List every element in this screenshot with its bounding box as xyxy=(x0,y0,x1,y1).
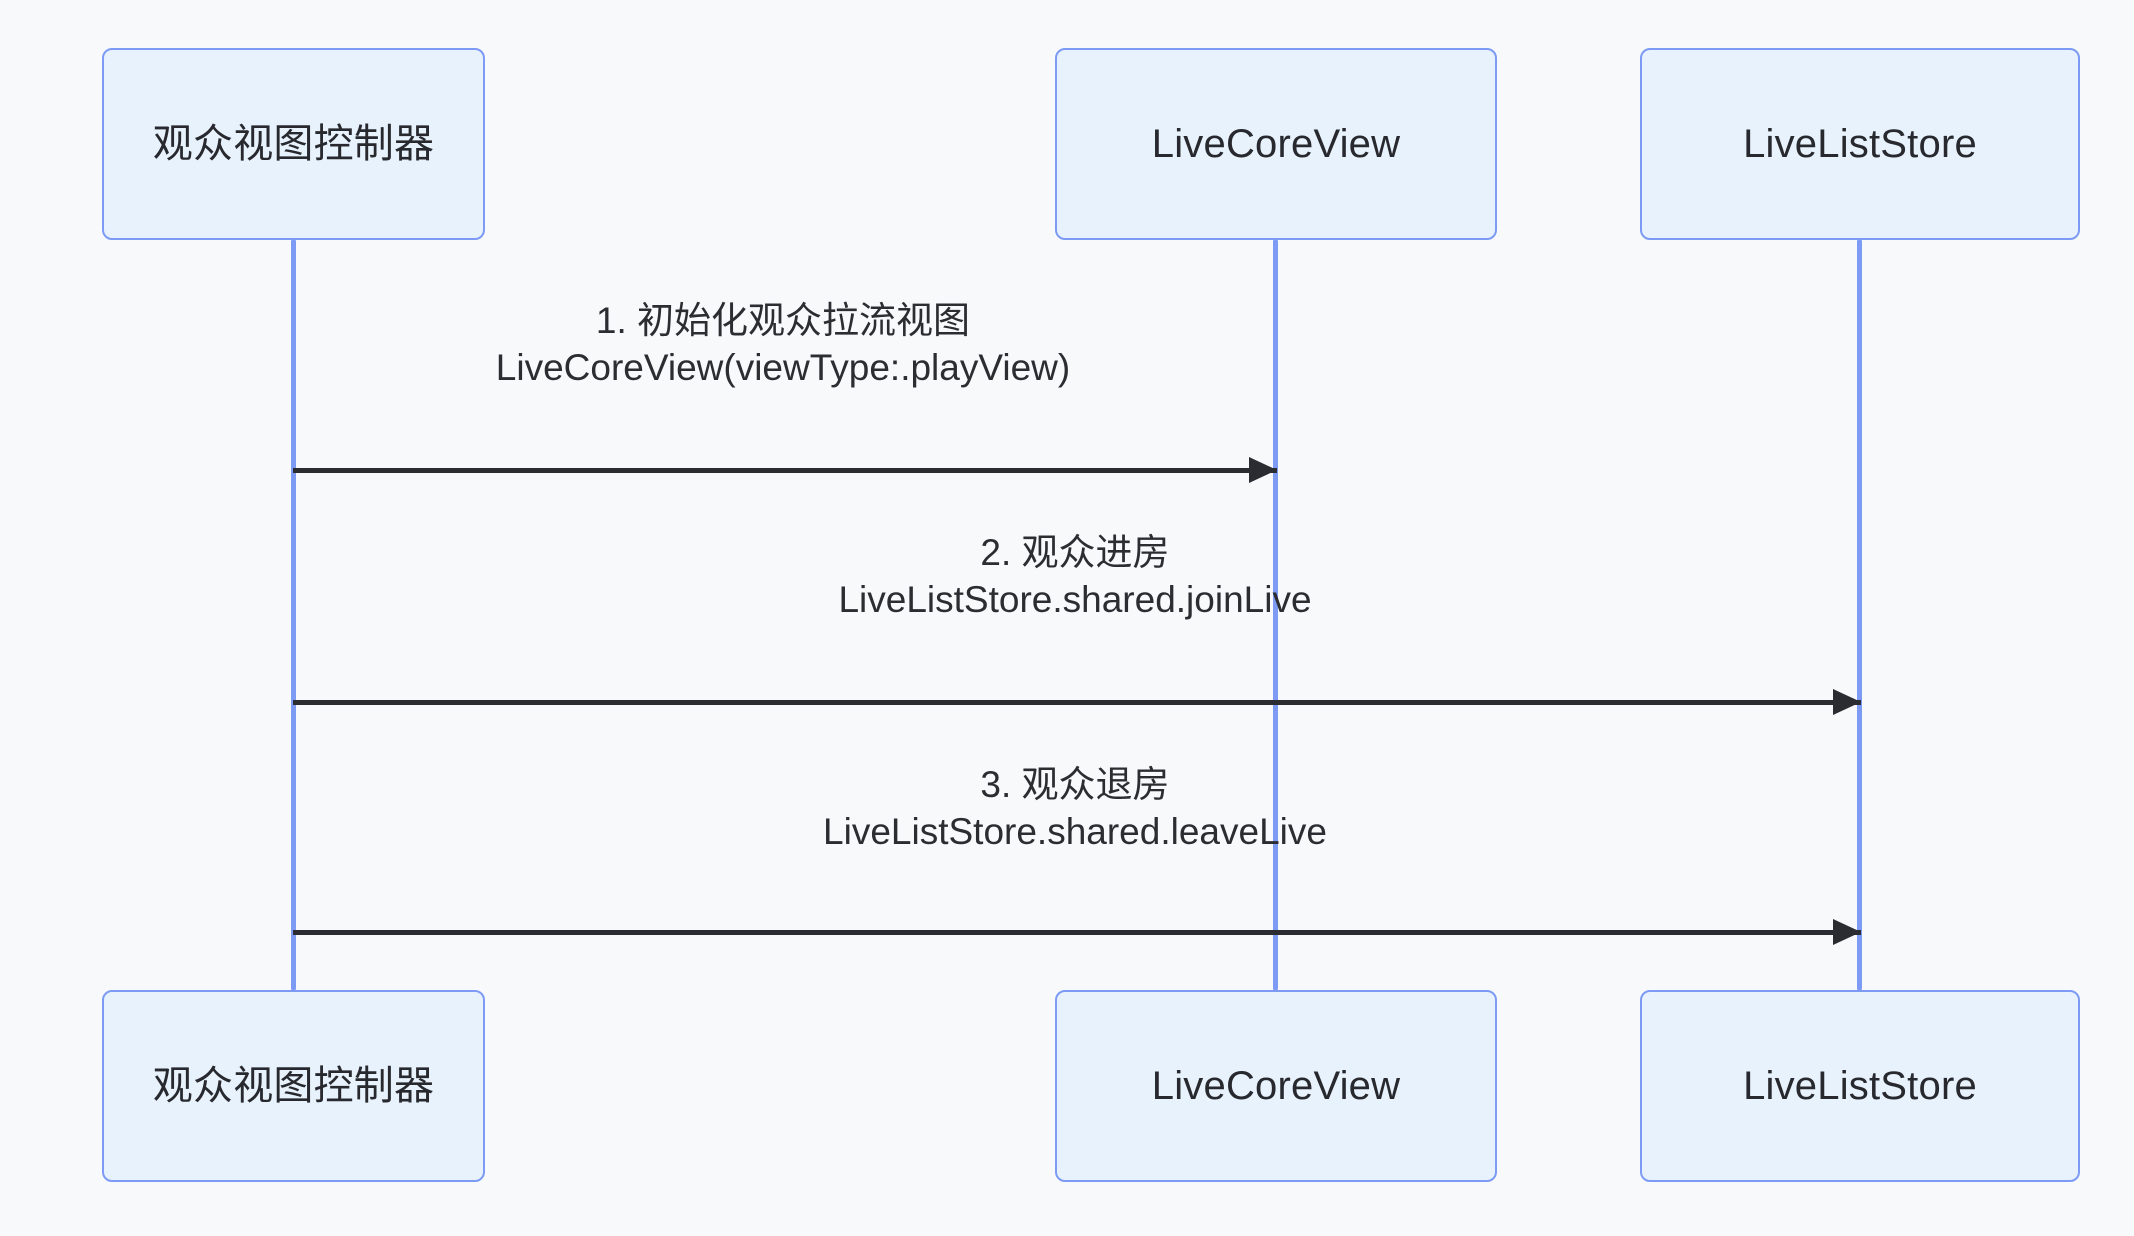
message-label-2-line1: 2. 观众进房 xyxy=(980,532,1170,573)
participant-footer-label: LiveCoreView xyxy=(1151,1064,1401,1108)
message-label-3-line1: 3. 观众退房 xyxy=(980,764,1170,805)
message-arrow-1-head xyxy=(1249,457,1277,483)
message-arrow-3[interactable] xyxy=(293,919,1861,945)
message-label-3-line2: LiveListStore.shared.leaveLive xyxy=(823,811,1327,853)
message-arrow-2-line xyxy=(293,700,1861,705)
participant-footer-live-list-store[interactable]: LiveListStore xyxy=(1640,990,2080,1182)
participant-footer-audience-view-controller[interactable]: 观众视图控制器 xyxy=(102,990,485,1182)
message-arrow-3-line xyxy=(293,930,1861,935)
participant-footer-label: LiveListStore xyxy=(1743,1064,1977,1108)
message-arrow-1-line xyxy=(293,468,1277,473)
participant-footer-live-core-view[interactable]: LiveCoreView xyxy=(1055,990,1497,1182)
message-arrow-2[interactable] xyxy=(293,689,1861,715)
participant-header-live-core-view[interactable]: LiveCoreView xyxy=(1055,48,1497,240)
participant-header-live-list-store[interactable]: LiveListStore xyxy=(1640,48,2080,240)
lifeline-live-core-view xyxy=(1273,240,1278,990)
message-label-2-line2: LiveListStore.shared.joinLive xyxy=(838,579,1312,621)
participant-header-audience-view-controller[interactable]: 观众视图控制器 xyxy=(102,48,485,240)
participant-header-label: LiveCoreView xyxy=(1151,122,1401,166)
message-arrow-1[interactable] xyxy=(293,457,1277,483)
participant-header-label: LiveListStore xyxy=(1743,122,1977,166)
message-label-3: 3. 观众退房 LiveListStore.shared.leaveLive xyxy=(291,764,1859,853)
message-label-1: 1. 初始化观众拉流视图 LiveCoreView(viewType:.play… xyxy=(291,300,1275,389)
lifeline-live-list-store xyxy=(1857,240,1862,990)
message-arrow-2-head xyxy=(1833,689,1861,715)
message-arrow-3-head xyxy=(1833,919,1861,945)
participant-header-label: 观众视图控制器 xyxy=(152,122,435,166)
message-label-2: 2. 观众进房 LiveListStore.shared.joinLive xyxy=(291,532,1859,621)
participant-footer-label: 观众视图控制器 xyxy=(152,1064,435,1108)
message-label-1-line1: 1. 初始化观众拉流视图 xyxy=(595,300,971,341)
message-label-1-line2: LiveCoreView(viewType:.playView) xyxy=(495,347,1071,389)
lifeline-audience-view-controller xyxy=(291,240,296,990)
